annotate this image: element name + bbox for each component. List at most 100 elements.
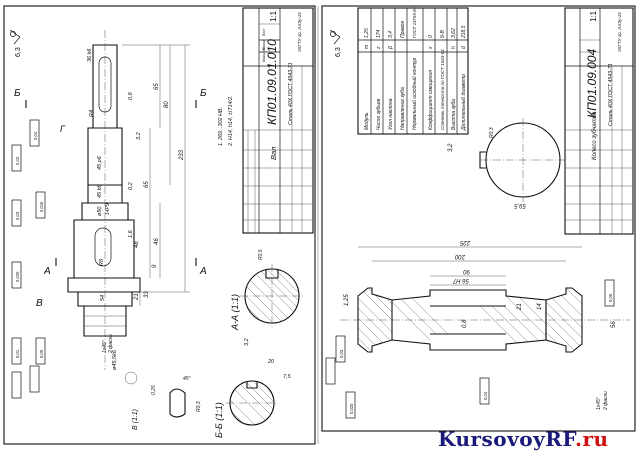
left-roughness-main: 6,3 [15,47,22,57]
right-title-block [564,7,634,235]
right-institution: УлГТУ гр. АХЗу-21 [617,11,622,52]
left-designation: КП01.09.01.010 [265,39,279,125]
dim-length-48: 48 [134,241,140,248]
left-title-block: КП01.09.01.010 Вал Сталь 40Х ГОСТ 4543-7… [242,7,314,234]
dim-fillet-r8: R8 [99,258,105,266]
gear-dim-14: 14 [537,303,543,310]
watermark-logo[interactable]: KursovoyRF.ru [438,427,636,451]
dim-36k6: 36 k6 [87,48,93,62]
dim-length-80: 80 [164,101,170,108]
section-b-top-right: Б [200,88,207,99]
dim-length-33: 33 [144,291,150,298]
dim-fillet-r4: R4 [89,110,95,117]
gear-hub-r03: R0,3 [489,127,495,138]
view-v-r03: R0,3 [196,401,202,412]
gear-dim-56: 56 [611,321,617,328]
section-b-top-left: Б [14,88,21,99]
gear-section-profile [340,246,630,353]
right-tol-3: 0,04 [483,391,488,400]
param-sym-6: x [428,46,434,50]
param-name-8: Высота зуба [451,99,457,130]
param-name-1: Модуль [364,112,370,130]
param-name-6: Коэффициент смещения [428,70,434,130]
right-part-name: Колесо зубчатое [592,111,598,160]
right-tol-2: 0,020 [349,403,354,414]
left-sheet-frame [3,5,316,445]
right-designation: КП01.09.004 [585,49,599,118]
param-sym-8: h [451,46,457,49]
gear-hub-dim-595: 59,5 [514,202,526,208]
dim-bore: ø45,5k6 [112,349,118,370]
right-roughness-main: 6,3 [335,47,342,57]
gear-hub-view [479,118,566,202]
gear-dim-08: 0,8 [462,319,468,328]
left-tol-2: 0,03 [15,211,20,220]
left-tol-4: 0,04 [33,131,38,140]
left-tol-5: 0,016 [39,201,44,212]
param-val-9: 218,5 [461,25,467,39]
left-tol-3: 0,025 [15,271,20,282]
right-sheet-frame [321,5,636,432]
param-val-5: ГОСТ 13755-81 [412,6,417,38]
shaft-right-dimensions [122,44,190,306]
dim-50: ø50 [97,206,103,216]
dim-54: 54 [100,295,106,301]
shaft-main-view [67,30,141,370]
watermark-text-main: KursovoyRF [438,427,576,451]
right-scale: 1:1 [589,10,598,22]
section-bb-label: Б-Б (1:1) [214,402,224,438]
dim-rough-02: 0,2 [128,182,134,190]
section-aa [240,264,304,328]
param-val-1: 1,25 [364,28,370,38]
dim-total-length: 233 [179,149,185,161]
right-tol-1: 0,03 [339,349,344,358]
dim-chamfer-1: 1x45° [102,340,108,353]
param-val-3: 3,4 [388,31,394,38]
left-scale-label: Масштаб [262,47,266,62]
left-sheet-label: Лист [262,28,266,36]
left-tolerance-frames [11,119,46,399]
view-v-label: В (1:1) [132,409,139,430]
param-sym-3: β [388,46,394,50]
section-aa-label: А-А (1:1) [230,294,240,331]
view-v-detail [124,371,186,418]
param-sym-9: d [461,46,467,49]
left-scale: 1:1 [269,10,278,22]
param-name-9: Делительный диаметр [460,74,467,131]
dim-key-width: 14P9 [105,203,111,215]
watermark-text-domain: .ru [575,427,609,451]
param-name-4: Направление зуба [400,87,406,130]
param-val-8: 3,62 [451,28,457,38]
left-institution: УлГТУ гр. АХЗу-21 [297,11,302,52]
section-bb-dim-32: 3,2 [244,338,250,346]
gear-dim-hub: 56 H7 [452,277,469,283]
right-tol-4: 0,05 [608,293,613,302]
left-tech-note-1: 1. 269...302 HB. [218,107,224,146]
param-val-6: 0 [428,35,434,38]
gear-dim-200: 200 [454,253,466,259]
right-material: Сталь 40Х ГОСТ 4543-71 [608,63,614,126]
gear-dim-125: 1,25 [344,294,350,306]
param-sym-1: m [364,45,370,49]
left-tech-note-2: 2. H14, h14, ±IT14/2. [228,95,234,147]
dim-length-9: 9 [152,264,158,268]
section-a-left: А [43,266,51,277]
section-bb-dim-20: 20 [267,359,275,365]
param-val-4: Правое [400,21,406,38]
gear-parameter-table [357,7,469,135]
param-val-2: 174 [376,29,382,38]
param-name-7: Степень точности по ГОСТ 1643-81 [440,49,445,130]
dim-length-21: 21 [134,293,140,301]
gear-dim-225: 225 [459,239,471,245]
right-tolerance-frames [325,279,615,419]
param-val-7: 9-B [440,30,446,38]
gear-dim-chamfer-2: 2 фаски [603,391,609,411]
gear-dim-chamfer: 1x45° [596,397,602,410]
dim-length-46: 46 [154,238,160,245]
left-mass-label: Масса [262,40,266,50]
param-sym-2: z [376,46,382,50]
dim-45k6: 45 k6 [97,184,103,198]
param-name-2: Число зубьев [376,98,382,130]
